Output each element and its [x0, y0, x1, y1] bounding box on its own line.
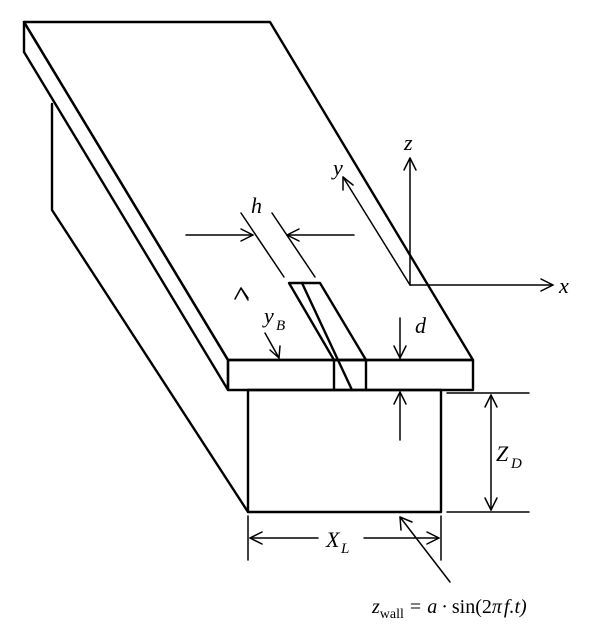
- eq-dot: ·: [441, 596, 448, 618]
- y-axis-arrowhead: [342, 176, 354, 191]
- eq-t: .t): [509, 596, 527, 618]
- d-label: d: [415, 313, 427, 338]
- zd-arrowhead-top: [484, 394, 498, 408]
- zd-arrowhead-bottom: [484, 497, 498, 511]
- eq-pi: π: [492, 596, 503, 618]
- eq-lhs-subscript: wall: [380, 607, 404, 622]
- wall-leader-arrowhead: [399, 516, 413, 531]
- slot-opening: [287, 281, 368, 362]
- h-extension-left: [240, 212, 285, 278]
- h-dimension: h: [185, 193, 355, 278]
- zd-label-subscript: D: [510, 456, 522, 472]
- slot-inner-edge: [300, 281, 354, 392]
- xl-arrowhead-right: [426, 531, 440, 545]
- axes: z x y: [331, 130, 569, 298]
- slab-top-face: [22, 20, 475, 362]
- yb-label: y: [262, 303, 274, 328]
- d-arrowhead-top: [393, 345, 407, 359]
- zd-label: Z: [496, 441, 509, 466]
- slab-left-face: [22, 20, 230, 392]
- zd-dimension: Z D: [446, 392, 530, 513]
- eq-sin: sin(2: [452, 596, 492, 618]
- yb-arrow-top-line: [240, 287, 249, 301]
- x-axis-arrowhead: [540, 278, 554, 292]
- d-dimension: d: [393, 313, 427, 441]
- xl-dimension: X L: [247, 515, 442, 561]
- eq-a: a: [427, 596, 437, 618]
- xl-arrowhead-left: [249, 531, 263, 545]
- x-axis-label: x: [558, 273, 569, 298]
- z-axis-label: z: [403, 130, 413, 155]
- lower-side-face: [50, 102, 250, 514]
- eq-f: f: [504, 596, 512, 618]
- yb-arrowhead-bottom: [269, 345, 281, 359]
- wall-leader: [399, 516, 451, 583]
- yb-dimension: y B: [234, 287, 285, 359]
- eq-lhs: z: [371, 596, 380, 618]
- lower-front-block: [246, 388, 443, 514]
- z-axis-arrowhead: [403, 157, 417, 171]
- channel-body: [22, 20, 475, 514]
- y-axis-label: y: [331, 155, 343, 180]
- yb-arrow-bottom-line: [264, 332, 280, 359]
- h-arrow-right-head: [286, 228, 300, 242]
- d-arrowhead-bottom: [393, 391, 407, 405]
- h-extension-right: [271, 212, 316, 278]
- xl-label: X: [325, 527, 341, 552]
- y-axis-line: [342, 176, 411, 286]
- h-label: h: [251, 193, 262, 218]
- eq-equals: =: [410, 596, 421, 618]
- slot: [287, 281, 368, 392]
- wall-leader-line: [399, 516, 451, 583]
- h-arrow-left-head: [240, 228, 254, 242]
- xl-label-subscript: L: [340, 541, 349, 557]
- yb-label-subscript: B: [276, 318, 285, 334]
